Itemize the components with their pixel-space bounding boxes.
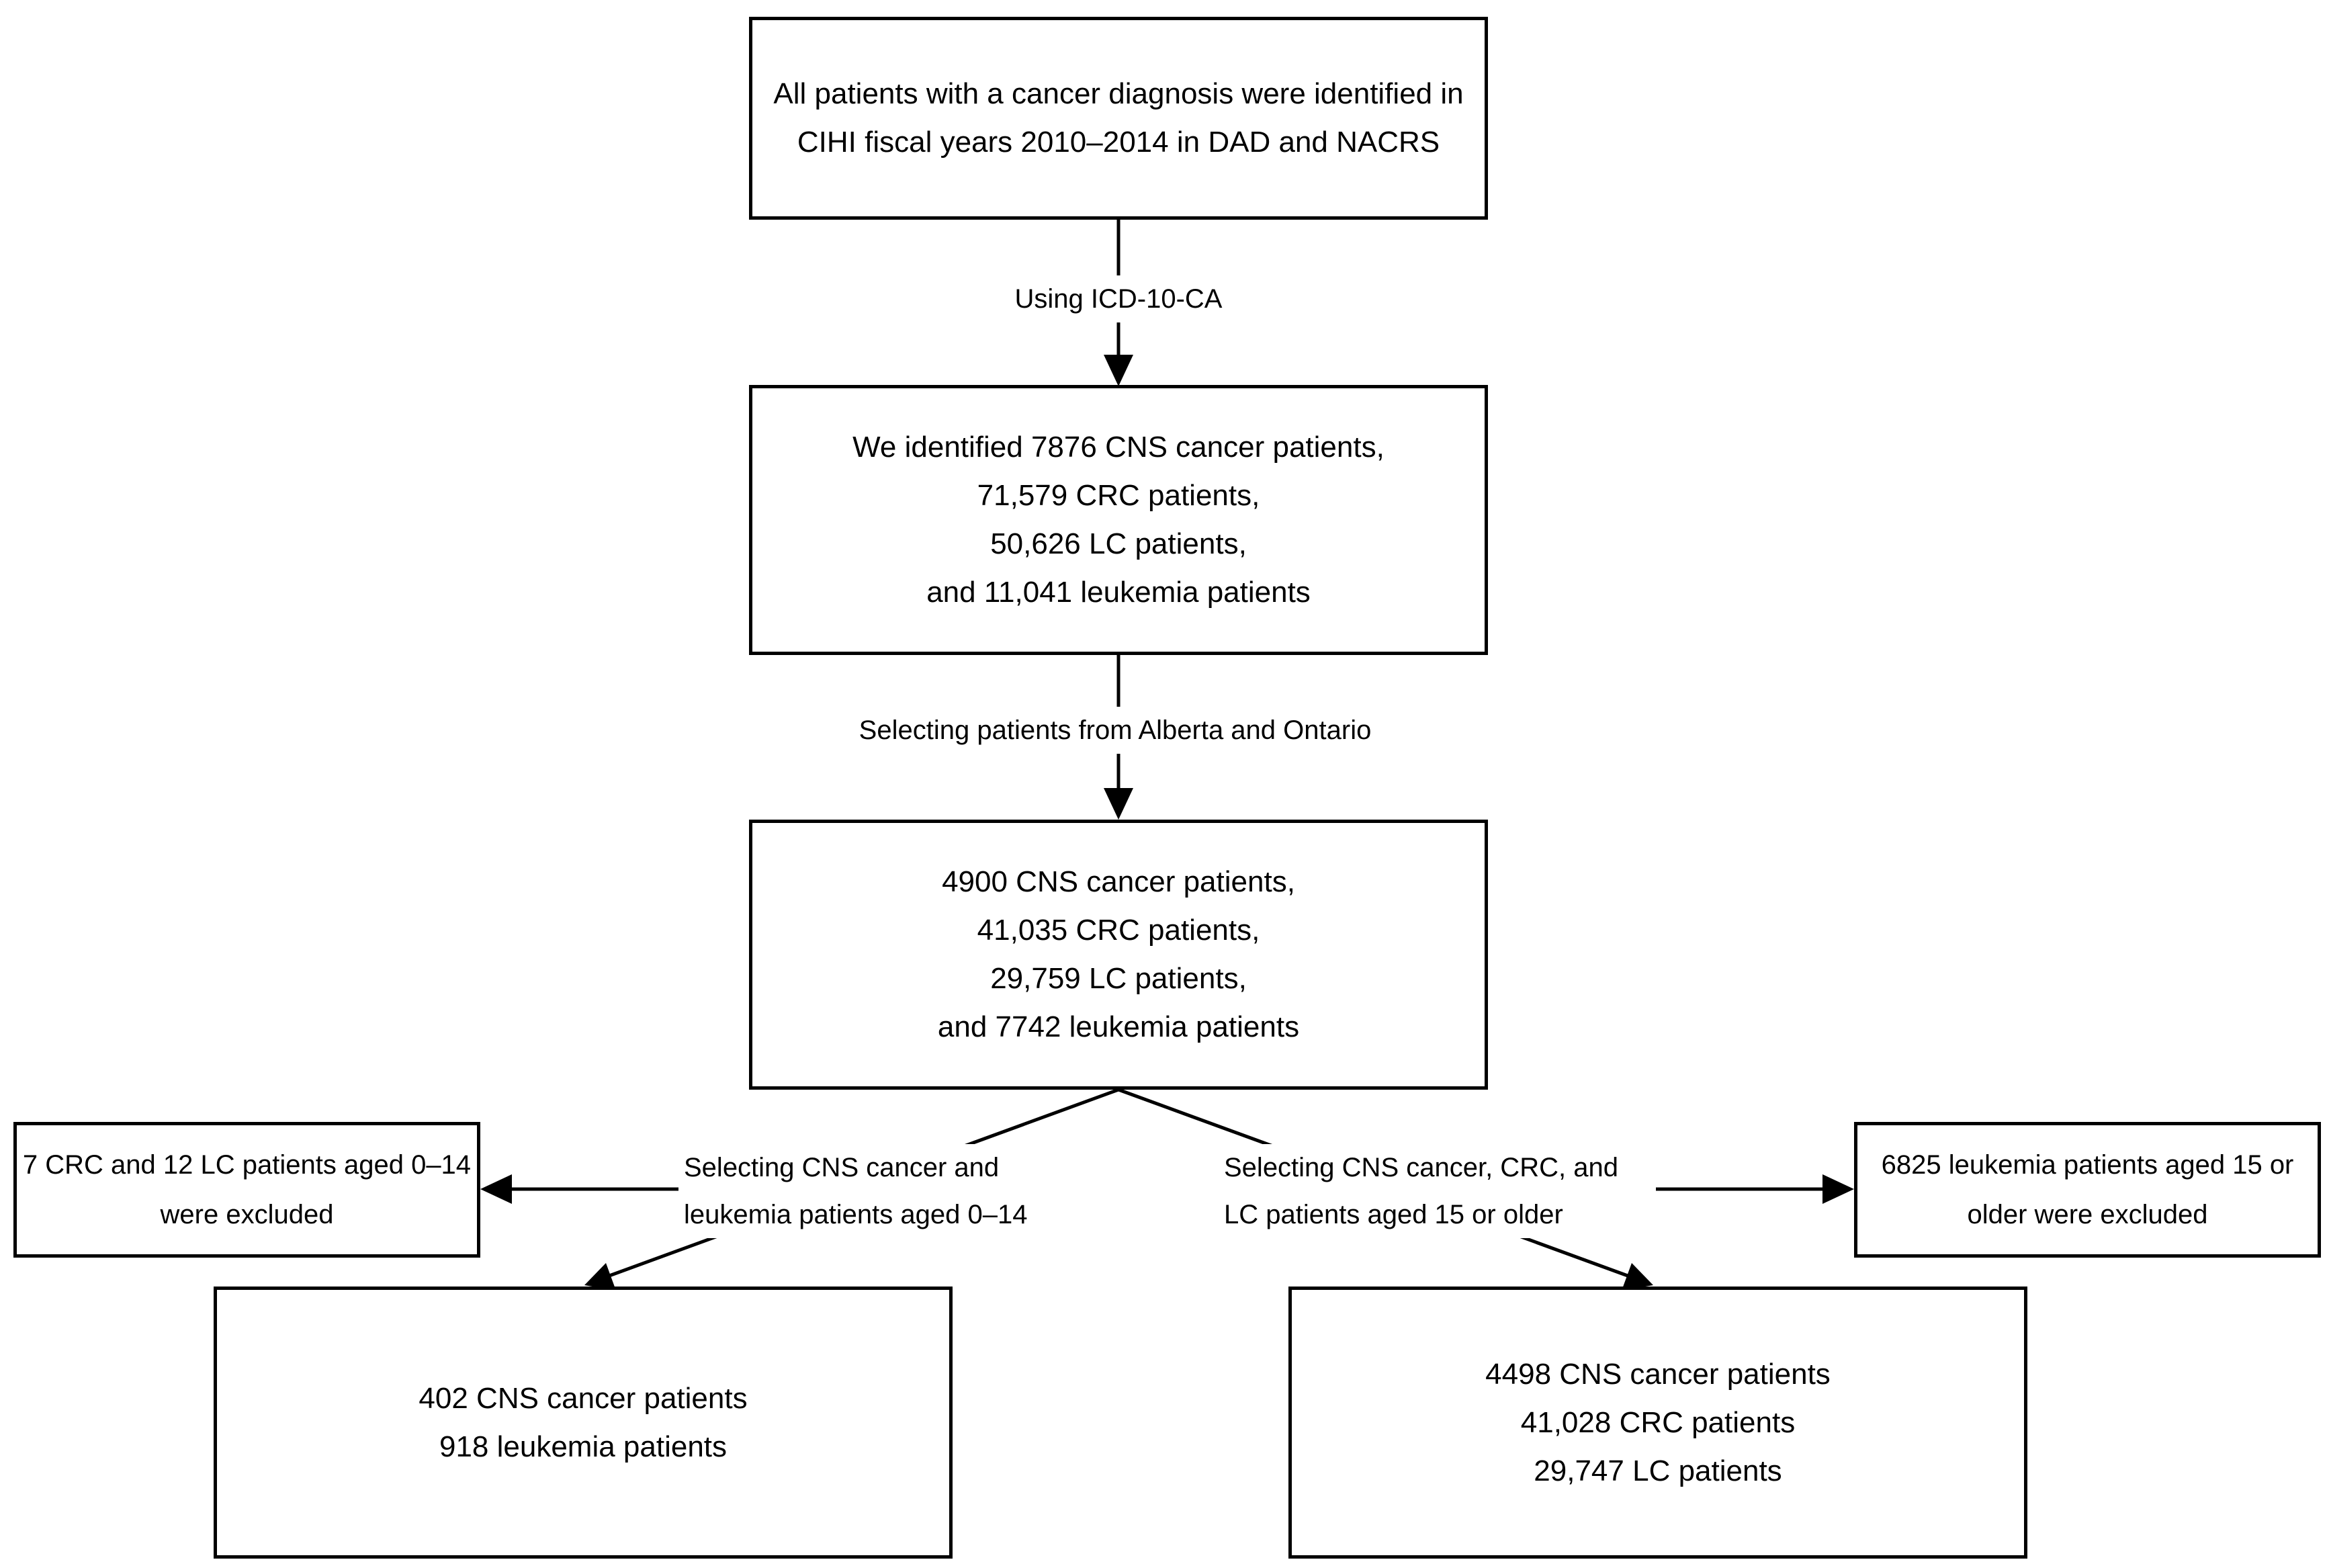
box-excluded-old: 6825 leukemia patients aged 15 or older … <box>1854 1122 2321 1258</box>
edge-label-old: Selecting CNS cancer, CRC, and LC patien… <box>1224 1144 1618 1238</box>
box-result-old: 4498 CNS cancer patients 41,028 CRC pati… <box>1288 1287 2027 1559</box>
edge-label-region: Selecting patients from Alberta and Onta… <box>859 707 1372 754</box>
edge-label-icd: Using ICD-10-CA <box>1014 275 1223 322</box>
box-identified: We identified 7876 CNS cancer patients, … <box>749 385 1488 655</box>
arrowhead-exclude-old <box>1822 1174 1854 1204</box>
edge-label-young: Selecting CNS cancer and leukemia patien… <box>684 1144 1028 1238</box>
box-result-young: 402 CNS cancer patients 918 leukemia pat… <box>214 1287 953 1559</box>
arrowhead-old <box>1622 1263 1653 1291</box>
arrowhead-exclude-young <box>480 1174 512 1204</box>
box-excluded-young: 7 CRC and 12 LC patients aged 0–14 were … <box>13 1122 480 1258</box>
box-alberta-ontario: 4900 CNS cancer patients, 41,035 CRC pat… <box>749 820 1488 1090</box>
arrowhead-young <box>584 1263 616 1291</box>
arrowhead-region <box>1104 788 1133 820</box>
box-all-patients: All patients with a cancer diagnosis wer… <box>749 17 1488 220</box>
arrowhead-icd <box>1104 355 1133 386</box>
